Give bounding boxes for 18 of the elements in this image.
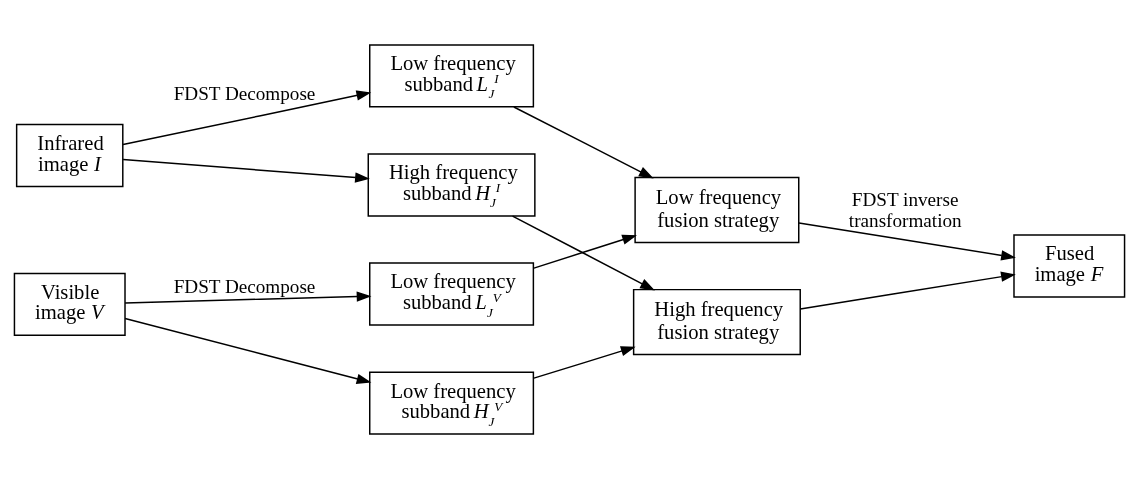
arrow (798, 222, 1016, 261)
arrow (122, 90, 372, 146)
arrow (533, 234, 637, 269)
node-box: High frequency fusion strategy (632, 288, 801, 356)
node-box: Low frequency fusion strategy (634, 176, 800, 244)
edge-label: FDST Decompose (173, 83, 316, 105)
node-box: Infrared image I (15, 123, 124, 188)
edge-label: FDST Decompose (173, 276, 316, 298)
arrow (122, 158, 370, 183)
arrow (799, 271, 1016, 310)
arrow (533, 346, 636, 379)
arrow (124, 317, 372, 384)
arrow (513, 106, 654, 179)
edge-label: FDST inverse transformation (848, 189, 962, 231)
arrow (124, 291, 372, 304)
node-box: Fused image F (1013, 234, 1126, 298)
arrow (511, 215, 655, 291)
node-box: Visible image V (13, 272, 126, 337)
